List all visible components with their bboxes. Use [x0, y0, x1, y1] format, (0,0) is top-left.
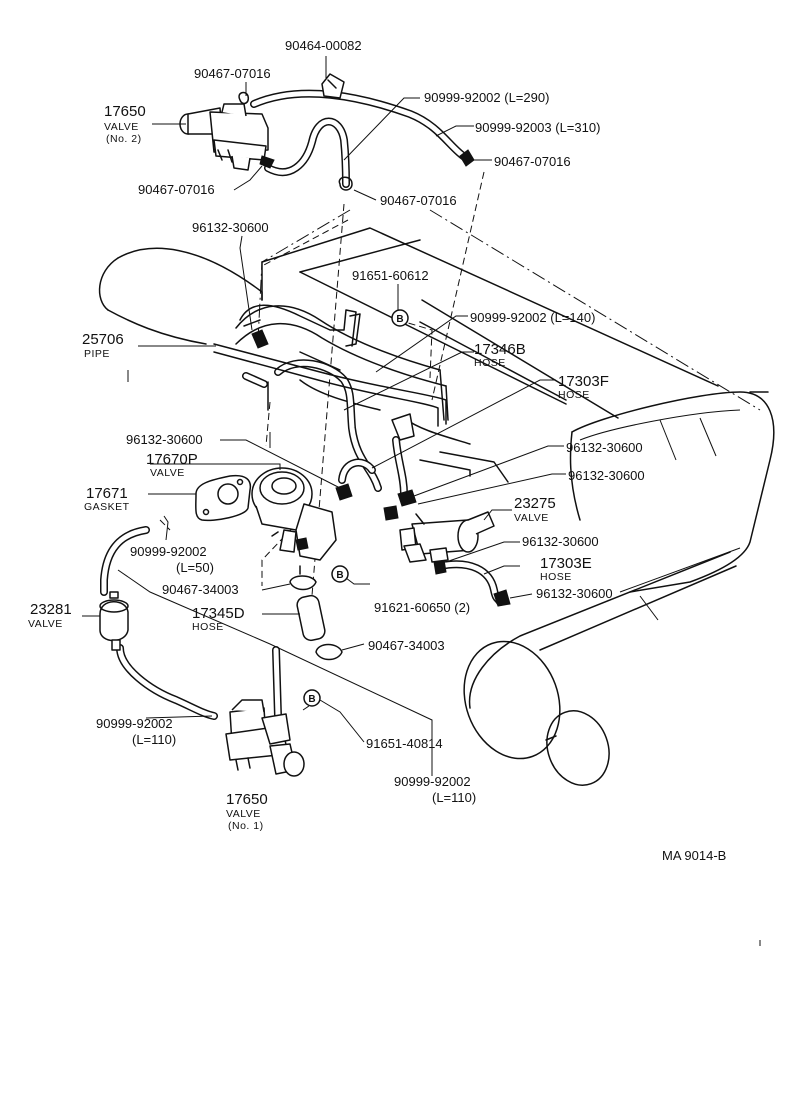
label-pipe: PIPE: [84, 348, 110, 360]
label-17346b: 17346B: [474, 341, 526, 358]
label-96132-30600-c: 96132-30600: [566, 440, 643, 455]
label-91651-60612: 91651-60612: [352, 268, 429, 283]
label-90999-92002-l140: 90999-92002 (L=140): [470, 310, 595, 325]
label-l50: (L=50): [176, 560, 214, 575]
label-90467-07016-a: 90467-07016: [194, 66, 271, 81]
label-valve-23275: VALVE: [514, 512, 549, 524]
label-90999-92002-l110b: 90999-92002: [394, 774, 471, 789]
label-90464-00082: 90464-00082: [285, 38, 362, 53]
label-96132-30600-b: 96132-30600: [126, 432, 203, 447]
label-17303e: 17303E: [540, 555, 592, 572]
label-hose-17346b: HOSE: [474, 357, 506, 369]
label-no1: (No. 1): [228, 820, 264, 832]
label-90467-07016-c: 90467-07016: [138, 182, 215, 197]
label-hose-17303e: HOSE: [540, 571, 572, 583]
label-96132-30600-f: 96132-30600: [536, 586, 613, 601]
valve-17650-no1: [225, 699, 305, 777]
label-hose-17345d: HOSE: [192, 621, 224, 633]
label-96132-30600-a: 96132-30600: [192, 220, 269, 235]
label-valve-17670p: VALVE: [150, 467, 185, 479]
label-25706: 25706: [82, 331, 124, 348]
label-90999-92003-l310: 90999-92003 (L=310): [475, 120, 600, 135]
label-90467-34003-b: 90467-34003: [368, 638, 445, 653]
drawing-code: MA 9014-B: [662, 848, 726, 863]
label-l110a: (L=110): [132, 732, 176, 747]
label-valve-23281: VALVE: [28, 618, 63, 630]
label-hose-17303f: HOSE: [558, 389, 590, 401]
bolt-b-label-2: B: [336, 570, 343, 581]
label-l110b: (L=110): [432, 790, 476, 805]
pipe-25706: [213, 304, 447, 441]
clamps: B B B: [238, 73, 511, 707]
label-23275: 23275: [514, 495, 556, 512]
bolt-b-label-3: B: [308, 694, 315, 705]
label-17670p: 17670P: [146, 451, 198, 468]
label-90467-34003-a: 90467-34003: [162, 582, 239, 597]
leader-lines: [82, 56, 566, 776]
label-17650-bottom: 17650: [226, 791, 268, 808]
label-90467-07016-b: 90467-07016: [494, 154, 571, 169]
part-labels: 90464-00082 90467-07016 90999-92002 (L=2…: [28, 38, 726, 863]
valve-17670p: [195, 467, 337, 561]
label-90467-07016-d: 90467-07016: [380, 193, 457, 208]
label-valve-top: VALVE: [104, 121, 139, 133]
label-17303f: 17303F: [558, 373, 609, 390]
label-23281: 23281: [30, 601, 72, 618]
bolt-b-label-1: B: [396, 314, 403, 325]
label-91621-60650: 91621-60650 (2): [374, 600, 470, 615]
label-96132-30600-e: 96132-30600: [522, 534, 599, 549]
label-90999-92002-l110a: 90999-92002: [96, 716, 173, 731]
valve-23281: [99, 591, 129, 651]
hoses: [100, 89, 504, 720]
label-17345d: 17345D: [192, 605, 245, 622]
label-17650-top: 17650: [104, 103, 146, 120]
label-17671: 17671: [86, 485, 128, 502]
label-91651-40814: 91651-40814: [366, 736, 443, 751]
label-90999-92002-l50: 90999-92002: [130, 544, 207, 559]
valve-23275: [399, 511, 495, 563]
label-96132-30600-d: 96132-30600: [568, 468, 645, 483]
label-90999-92002-l290: 90999-92002 (L=290): [424, 90, 549, 105]
label-no2: (No. 2): [106, 133, 142, 145]
label-valve-bottom: VALVE: [226, 808, 261, 820]
label-gasket: GASKET: [84, 501, 130, 513]
valve-17650-no2: [179, 103, 275, 171]
